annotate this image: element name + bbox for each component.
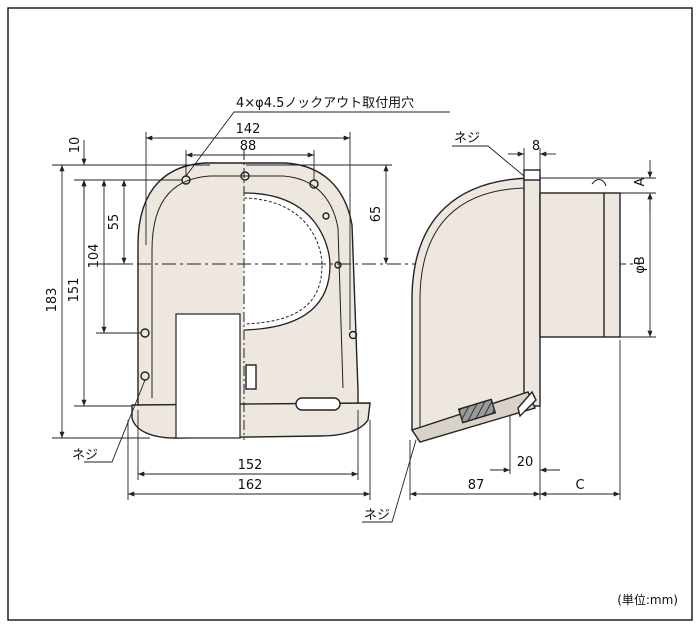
knockout-hole-icon [322, 212, 330, 220]
dim-104-label: 104 [87, 244, 102, 269]
dim-C-label: C [575, 478, 584, 493]
dimension-lines [52, 111, 656, 523]
front-duct-opening [243, 192, 331, 331]
side-cord [591, 178, 607, 187]
front-left-panel [175, 313, 241, 439]
dim-8-label: 8 [532, 139, 540, 154]
front-duct-opening-inner [243, 197, 323, 325]
unit-note: (単位:mm) [617, 592, 678, 607]
dim-65-label: 65 [369, 206, 384, 223]
dim-142-label: 142 [236, 122, 261, 137]
callout-hole-label: 4×φ4.5ノックアウト取付用穴 [236, 96, 414, 111]
dim-152-label: 152 [238, 458, 263, 473]
dim-B-label: φB [633, 256, 648, 274]
front-bottom-slot [295, 397, 341, 411]
dim-87-label: 87 [468, 478, 485, 493]
screw-leader-side-bottom [362, 439, 417, 523]
dim-55-label: 55 [107, 214, 122, 231]
drawing-border [7, 7, 693, 621]
knockout-hole-icon [348, 330, 358, 340]
side-wall-flange [523, 177, 541, 407]
callout-leader [185, 111, 450, 177]
dim-20-label: 20 [517, 455, 534, 470]
knockout-hole-icon [334, 261, 342, 269]
dim-A-label: A [633, 177, 648, 186]
side-view [410, 169, 621, 443]
side-hood-inner [419, 187, 525, 430]
side-top-spacer [523, 169, 541, 181]
dim-183-label: 183 [45, 288, 60, 313]
screw-leader-side-top [452, 145, 525, 177]
front-fitting [245, 364, 257, 390]
dim-151-label: 151 [67, 278, 82, 303]
side-duct-pipe [539, 192, 621, 338]
dim-162-label: 162 [238, 478, 263, 493]
dim-10-label: 10 [68, 137, 83, 154]
side-louver-tip [517, 390, 537, 418]
dim-88-label: 88 [240, 139, 257, 154]
screw-label-side-bottom: ネジ [364, 508, 390, 523]
screw-leader-front [84, 379, 146, 463]
knockout-hole-icon [240, 171, 250, 181]
front-hood-inner [151, 175, 344, 398]
screw-label-front: ネジ [72, 448, 98, 463]
front-view [131, 150, 371, 440]
screw-label-side-top: ネジ [454, 131, 480, 146]
side-hatch-block [457, 398, 497, 424]
